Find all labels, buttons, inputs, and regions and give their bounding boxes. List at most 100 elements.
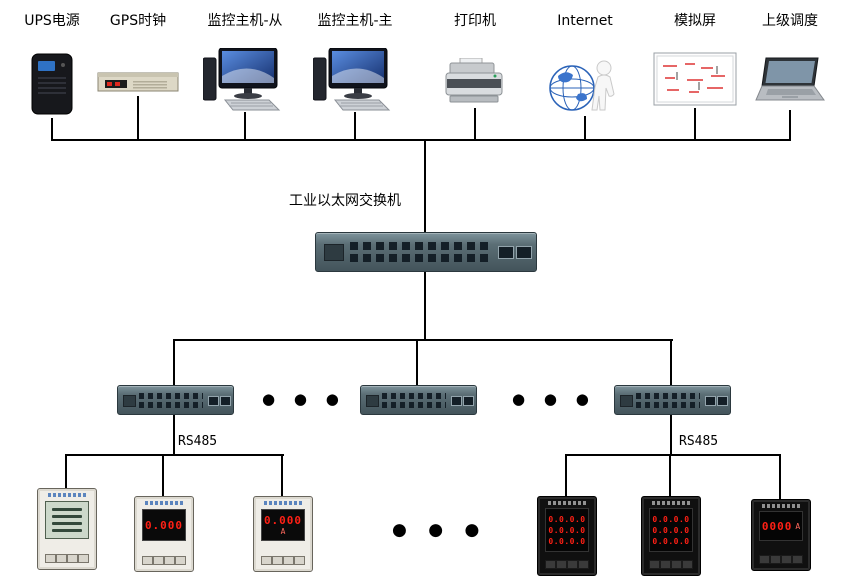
device-dispatch-laptop: 上级调度 xyxy=(745,12,835,108)
connector-line xyxy=(173,413,175,455)
power-meter: 0.000 xyxy=(134,496,194,572)
connector-line xyxy=(474,108,476,140)
meter-reading-row: 0.0.0.0 xyxy=(652,525,690,535)
meter-unit: A xyxy=(280,527,286,536)
meter-unit: A xyxy=(795,521,801,531)
ethernet-switch-label: 工业以太网交换机 xyxy=(289,193,401,209)
connector-line xyxy=(173,341,175,385)
connector-line xyxy=(137,96,139,140)
connector-line xyxy=(424,270,426,340)
device-printer: 打印机 xyxy=(430,12,520,106)
printer-icon xyxy=(445,58,503,103)
power-meter: 0000 A xyxy=(751,499,811,571)
switch-ports-row xyxy=(350,254,490,262)
laptop-icon xyxy=(755,57,825,101)
meter-display: 0.000 A xyxy=(261,509,305,541)
ups-tower-icon xyxy=(31,53,73,115)
connector-line xyxy=(670,413,672,455)
switch-brand-panel xyxy=(123,395,136,407)
meter-display: 0000 A xyxy=(759,511,803,541)
right-meter-bus-line xyxy=(565,454,781,456)
sub-switch-right xyxy=(614,385,731,415)
meter-reading-row: 0.0.0.0 xyxy=(548,514,586,524)
switch-uplink-port xyxy=(451,396,462,406)
meter-reading: 0.000 xyxy=(144,518,184,532)
switch-uplink-port xyxy=(516,246,532,259)
connector-line xyxy=(244,112,246,140)
meter-buttons xyxy=(545,560,589,569)
lcd-segment xyxy=(52,529,82,532)
switch-uplink-port xyxy=(208,396,219,406)
lcd-segment xyxy=(52,515,82,518)
device-label-host-slave: 监控主机-从 xyxy=(207,13,283,29)
switch-ports-row xyxy=(382,393,446,399)
ellipsis-more-switches: ● ● ● xyxy=(262,390,346,408)
switch-uplink-port xyxy=(220,396,231,406)
meter-brand-strip xyxy=(762,504,800,508)
meter-reading: 0000 xyxy=(761,519,793,533)
device-label-printer: 打印机 xyxy=(454,13,496,29)
meter-brand-strip xyxy=(652,501,690,505)
meter-lcd-screen xyxy=(45,501,89,539)
connector-line xyxy=(670,341,672,385)
connector-line xyxy=(779,456,781,499)
switch-brand-panel xyxy=(366,395,379,407)
meter-display: 0.000 xyxy=(142,509,186,541)
power-meter-lcd xyxy=(37,488,97,570)
connector-line xyxy=(65,456,67,488)
lcd-segment xyxy=(52,508,82,511)
switch-brand-panel xyxy=(324,244,344,261)
device-label-dispatch: 上级调度 xyxy=(762,13,818,29)
switch-ports-row xyxy=(636,393,700,399)
device-label-mimic: 模拟屏 xyxy=(674,13,716,29)
switch-uplink-port xyxy=(705,396,716,406)
switch-ports-row xyxy=(139,402,203,408)
meter-brand-strip xyxy=(145,501,183,505)
rs485-label-right: RS485 xyxy=(679,434,719,449)
switch-ports-row xyxy=(350,242,490,250)
power-meter-multirow: 0.0.0.0 0.0.0.0 0.0.0.0 xyxy=(537,496,597,576)
meter-reading-row: 0.0.0.0 xyxy=(652,536,690,546)
connector-line xyxy=(789,110,791,140)
meter-display: 0.0.0.0 0.0.0.0 0.0.0.0 xyxy=(545,508,589,552)
internet-globe-icon xyxy=(549,60,615,111)
sub-switch-middle xyxy=(360,385,477,415)
meter-reading: 0.000 xyxy=(263,514,303,527)
meter-display: 0.0.0.0 0.0.0.0 0.0.0.0 xyxy=(649,508,693,552)
meter-reading-row: 0.0.0.0 xyxy=(548,525,586,535)
meter-brand-strip xyxy=(548,501,586,505)
rs485-label-left: RS485 xyxy=(178,434,218,449)
connector-line xyxy=(354,112,356,140)
power-meter: 0.000 A xyxy=(253,496,313,572)
connector-line xyxy=(281,456,283,496)
sub-switch-left xyxy=(117,385,234,415)
switch-ports-row xyxy=(636,402,700,408)
switch-uplink-port xyxy=(717,396,728,406)
device-label-internet: Internet xyxy=(557,13,613,29)
mimic-board-icon xyxy=(653,52,737,106)
gps-clock-icon xyxy=(97,72,179,92)
switch-brand-panel xyxy=(620,395,633,407)
meter-buttons xyxy=(759,555,803,564)
connector-line xyxy=(51,118,53,140)
switch-ports-row xyxy=(382,402,446,408)
meter-buttons xyxy=(649,560,693,569)
meter-brand-strip xyxy=(48,493,86,497)
meter-buttons xyxy=(261,556,305,565)
device-label-gps: GPS时钟 xyxy=(109,13,167,29)
device-label-ups: UPS电源 xyxy=(24,13,80,29)
lcd-segment xyxy=(52,522,82,525)
switch-uplink-port xyxy=(498,246,514,259)
device-monitor-host-slave: 监控主机-从 xyxy=(195,12,295,112)
connector-line xyxy=(565,456,567,496)
switch-ports-row xyxy=(139,393,203,399)
connector-line xyxy=(694,108,696,140)
workstation-icon xyxy=(203,48,281,111)
meter-brand-strip xyxy=(264,501,302,505)
device-internet: Internet xyxy=(540,12,630,114)
device-mimic-screen: 模拟屏 xyxy=(650,12,740,106)
meter-buttons xyxy=(45,554,89,563)
meter-buttons xyxy=(142,556,186,565)
ellipsis-more-switches: ● ● ● xyxy=(512,390,596,408)
